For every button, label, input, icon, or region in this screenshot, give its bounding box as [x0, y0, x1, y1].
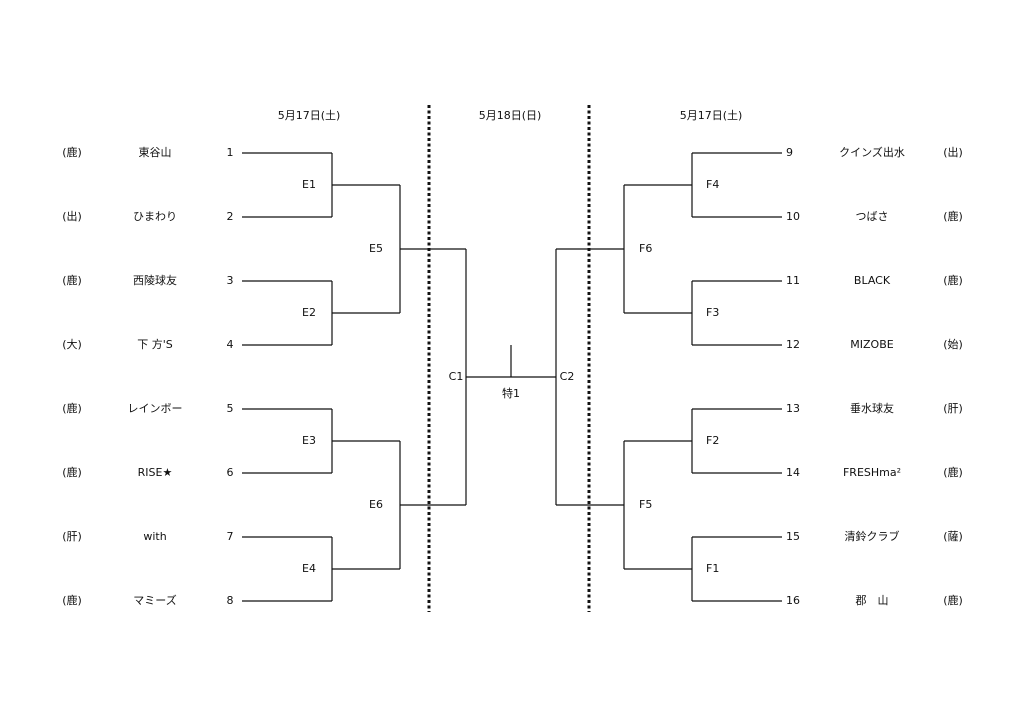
team-seed-number: 3 [226, 274, 234, 287]
team-seed-number: 8 [226, 594, 234, 607]
team-prefecture: (鹿) [62, 466, 82, 479]
match-label: E5 [369, 242, 383, 255]
match-label: E6 [369, 498, 383, 511]
team-prefecture: (鹿) [62, 594, 82, 607]
team-prefecture: (肝) [943, 402, 963, 415]
match-c1: C1 [448, 370, 464, 383]
team-name: ひまわり [133, 210, 177, 223]
team-seed-number: 12 [786, 338, 800, 351]
team-seed-number: 6 [226, 466, 234, 479]
team-prefecture: (鹿) [943, 274, 963, 287]
team-seed-number: 14 [786, 466, 800, 479]
team-name: with [143, 530, 167, 543]
match-label: E1 [302, 178, 316, 191]
team-name: クインズ出水 [839, 146, 905, 159]
team-prefecture: (鹿) [943, 466, 963, 479]
match-label: F1 [706, 562, 720, 575]
team-seed-number: 2 [226, 210, 234, 223]
team-name: 西陵球友 [133, 274, 177, 287]
team-name: 下 方'S [137, 338, 173, 351]
team-name: BLACK [853, 274, 891, 287]
team-prefecture: (肝) [62, 530, 82, 543]
team-seed-number: 11 [786, 274, 800, 287]
date-left: 5月17日(土) [277, 109, 341, 122]
team-name: 東谷山 [138, 146, 172, 159]
team-prefecture: (出) [62, 210, 82, 223]
match-label: F4 [706, 178, 720, 191]
match-label: F5 [639, 498, 653, 511]
team-name: RISE★ [137, 466, 173, 479]
team-seed-number: 4 [226, 338, 234, 351]
team-name: FRESHma² [842, 466, 902, 479]
team-prefecture: (鹿) [943, 594, 963, 607]
team-prefecture: (出) [943, 146, 963, 159]
team-prefecture: (鹿) [62, 146, 82, 159]
match-label: E4 [302, 562, 316, 575]
team-seed-number: 9 [786, 146, 793, 159]
match-label: F6 [639, 242, 653, 255]
match-c2: C2 [559, 370, 575, 383]
team-prefecture: (鹿) [62, 402, 82, 415]
team-name: つばさ [855, 210, 889, 223]
team-name: レインボー [127, 402, 183, 415]
team-name: 郡 山 [855, 594, 889, 607]
date-center: 5月18日(日) [478, 109, 542, 122]
match-label: F3 [706, 306, 720, 319]
match-label: E2 [302, 306, 316, 319]
team-seed-number: 1 [226, 146, 234, 159]
team-seed-number: 13 [786, 402, 800, 415]
team-prefecture: (大) [62, 338, 82, 351]
team-seed-number: 15 [786, 530, 800, 543]
team-seed-number: 10 [786, 210, 800, 223]
team-seed-number: 7 [226, 530, 234, 543]
team-prefecture: (薩) [943, 530, 963, 543]
date-right: 5月17日(土) [679, 109, 743, 122]
match-label: F2 [706, 434, 720, 447]
team-name: 清鈴クラブ [844, 530, 900, 543]
match-final: 特1 [502, 387, 520, 400]
team-name: 垂水球友 [850, 402, 894, 415]
team-prefecture: (鹿) [62, 274, 82, 287]
match-label: E3 [302, 434, 316, 447]
team-seed-number: 16 [786, 594, 800, 607]
team-seed-number: 5 [226, 402, 234, 415]
team-prefecture: (始) [943, 338, 963, 351]
team-prefecture: (鹿) [943, 210, 963, 223]
team-name: MIZOBE [850, 338, 894, 351]
team-name: マミーズ [133, 594, 177, 607]
